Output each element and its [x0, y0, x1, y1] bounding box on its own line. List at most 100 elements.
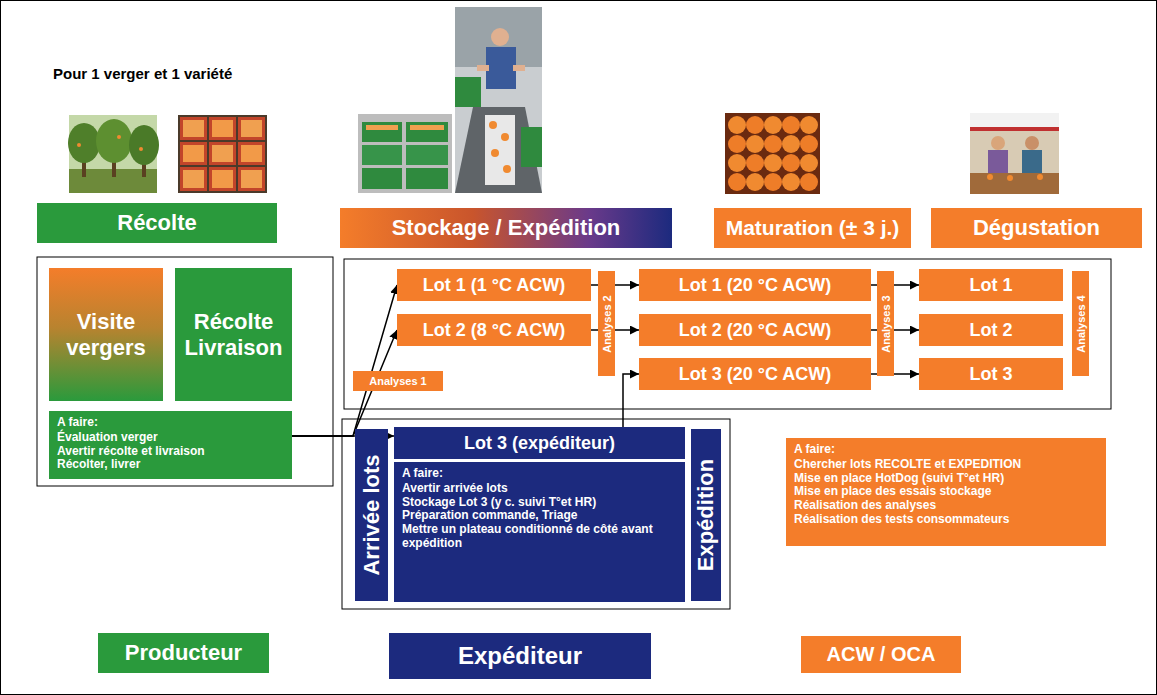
step-box: Visite vergers — [49, 268, 163, 401]
orchard-photo-part — [96, 119, 132, 163]
node-label: Maturation (± 3 j.) — [726, 216, 900, 240]
phase-header: Stockage / Expédition — [340, 208, 672, 248]
todo-box: A faire:Évaluation vergerAvertir récolte… — [49, 411, 292, 479]
apricots-photo-part — [728, 173, 746, 191]
storage-crates-photo-part — [406, 145, 448, 165]
apricots-photo-part — [782, 135, 800, 153]
tasting-photo-part — [988, 150, 1008, 176]
node-label: Visite vergers — [55, 309, 157, 360]
storage-crates-photo-part — [358, 114, 452, 193]
storage-crates-photo-part — [406, 122, 448, 142]
analysis-bar: Analyses 4 — [1072, 271, 1089, 376]
apricots-photo-part — [764, 173, 782, 191]
node-label: Producteur — [125, 640, 242, 665]
node-label: Lot 1 — [970, 275, 1013, 296]
diagram-title: Pour 1 verger et 1 variété — [53, 65, 232, 82]
harvest-crates-photo-part — [238, 142, 265, 165]
harvest-crates-photo-part — [183, 170, 204, 188]
lot-box: Lot 3 (20 °C ACW) — [639, 358, 871, 390]
apricots-photo-part — [746, 173, 764, 191]
node-label: Lot 1 (1 °C ACW) — [423, 275, 566, 296]
node-label: Récolte Livraison — [181, 309, 286, 360]
todo-item: Mise en place des essais stockage — [794, 485, 1098, 499]
tasting-photo-part — [1037, 174, 1043, 180]
tasting-photo-part — [970, 173, 1059, 194]
node-label: Expéditeur — [458, 642, 582, 670]
harvest-crates-photo-part — [241, 170, 262, 188]
sorting-line-photo-part — [491, 28, 509, 46]
harvest-crates-photo-part — [183, 120, 204, 137]
node-label: ACW / OCA — [827, 643, 936, 666]
todo-item: Avertir arrivée lots — [402, 482, 677, 496]
lot-box: Lot 3 (expéditeur) — [394, 427, 685, 459]
storage-crates-photo-part — [362, 168, 402, 189]
todo-item: Préparation commande, Triage — [402, 509, 677, 523]
sorting-line-photo-part — [455, 77, 481, 107]
todo-heading: A faire: — [794, 443, 1098, 457]
actor-box: ACW / OCA — [801, 636, 961, 673]
storage-crates-photo-part — [366, 125, 398, 130]
sorting-line-photo-part — [477, 65, 489, 71]
actor-box: Expéditeur — [389, 633, 651, 679]
node-label: Lot 1 (20 °C ACW) — [679, 275, 832, 296]
todo-item: Mettre un plateau conditionné de côté av… — [402, 523, 677, 551]
harvest-crates-photo-part — [212, 145, 233, 162]
orchard-photo-part — [68, 123, 100, 163]
orchard-photo-part — [139, 147, 143, 151]
orchard-photo-part — [77, 143, 81, 147]
sorting-line-photo-part — [503, 165, 511, 173]
todo-heading: A faire: — [57, 416, 284, 430]
harvest-crates-photo-part — [180, 117, 207, 140]
node-label: Analyses 4 — [1074, 295, 1086, 352]
apricots-photo-part — [746, 154, 764, 172]
sorting-line-photo-part — [489, 121, 497, 129]
harvest-crates-photo-part — [209, 142, 236, 165]
sorting-line-photo-part — [491, 149, 499, 157]
group-outline-part — [342, 419, 730, 609]
node-label: Arrivée lots — [359, 454, 383, 575]
harvest-crates-photo-part — [209, 167, 236, 191]
node-label: Lot 2 (8 °C ACW) — [423, 320, 566, 341]
apricots-photo-part — [764, 154, 782, 172]
node-label: Analyses 1 — [369, 375, 426, 388]
sorting-line-photo — [455, 7, 542, 193]
todo-heading: A faire: — [402, 467, 677, 481]
todo-item: Réalisation des tests consommateurs — [794, 513, 1098, 527]
node-label: Récolte — [117, 210, 196, 235]
todo-item: Stockage Lot 3 (y c. suivi T°et HR) — [402, 496, 677, 510]
lot-box: Lot 2 — [919, 314, 1063, 346]
harvest-crates-photo-part — [241, 145, 262, 162]
harvest-crates-photo-part — [180, 142, 207, 165]
harvest-crates-photo-part — [183, 145, 204, 162]
lot-box: Lot 2 (8 °C ACW) — [397, 314, 591, 346]
storage-crates-photo-part — [362, 145, 402, 165]
apricots-photo-part — [764, 116, 782, 134]
harvest-crates-photo-part — [209, 117, 236, 140]
analysis-bar: Analyses 2 — [598, 271, 615, 376]
harvest-crates-photo-part — [238, 167, 265, 191]
lot-box: Lot 1 — [919, 269, 1063, 301]
sorting-line-photo-part — [455, 107, 542, 193]
apricots-photo-part — [728, 116, 746, 134]
apricots-photo-part — [782, 173, 800, 191]
phase-header: Récolte — [37, 203, 277, 243]
apricots-photo-part — [782, 154, 800, 172]
sorting-line-photo-part — [485, 115, 515, 185]
orchard-photo-part — [117, 135, 121, 139]
apricots-photo-part — [746, 116, 764, 134]
lot-box: Lot 1 (1 °C ACW) — [397, 269, 591, 301]
flow-arrow — [623, 374, 639, 427]
node-label: Stockage / Expédition — [392, 215, 621, 240]
orchard-photo — [68, 115, 159, 193]
lot-box: Lot 1 (20 °C ACW) — [639, 269, 871, 301]
node-label: Lot 2 — [970, 320, 1013, 341]
apricots-photo-part — [764, 135, 782, 153]
node-label: Lot 3 (expéditeur) — [464, 433, 615, 454]
harvest-crates-photo-part — [241, 120, 262, 137]
storage-crates-photo-part — [410, 125, 444, 130]
lot-box: Lot 2 (20 °C ACW) — [639, 314, 871, 346]
apricots-photo-part — [800, 173, 818, 191]
node-label: Lot 3 — [970, 364, 1013, 385]
node-label: Lot 2 (20 °C ACW) — [679, 320, 832, 341]
